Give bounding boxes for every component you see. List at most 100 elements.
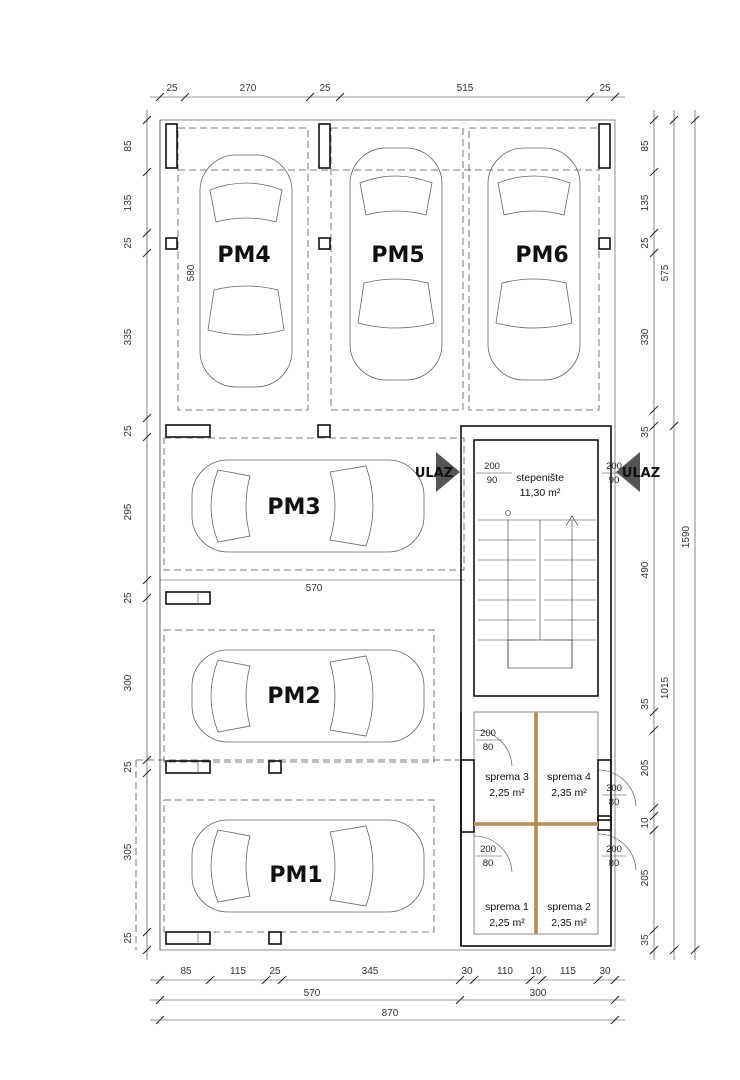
dimension-tick (155, 92, 165, 102)
dimension-ticks (142, 92, 700, 1025)
dim-top-5: 25 (599, 83, 611, 94)
storage-4-name: sprema 4 (547, 771, 591, 783)
dimension-tick (205, 975, 215, 985)
storage-1-area: 2,25 m² (489, 917, 525, 929)
dimension-tick (649, 925, 659, 935)
bay-pm2 (163, 629, 435, 763)
dim-left-9: 25 (123, 761, 134, 773)
dim-left-3: 25 (123, 237, 134, 249)
dim-bottom-3: 25 (269, 966, 281, 977)
dimension-tick (649, 228, 659, 238)
door-s3-top: 200 (480, 728, 496, 739)
dimension-tick (669, 945, 679, 955)
car-pm2 (191, 649, 425, 743)
dim-bottom-row2-1: 570 (304, 988, 321, 999)
dimension-tick (610, 92, 620, 102)
dimension-tick (277, 975, 287, 985)
dimension-tick (142, 228, 152, 238)
dimension-tick (261, 975, 271, 985)
dimension-tick (649, 803, 659, 813)
dim-right-total: 1590 (681, 525, 692, 548)
dimension-tick (649, 167, 659, 177)
dimension-tick (142, 248, 152, 258)
dimension-tick (142, 755, 152, 765)
dim-right-6: 490 (640, 561, 651, 578)
door-swing (597, 769, 637, 807)
dimension-tick (649, 248, 659, 258)
column (598, 237, 611, 250)
dimension-tick (142, 115, 152, 125)
dimension-tick (649, 825, 659, 835)
door-stair-right-top: 200 (606, 461, 622, 472)
dim-top-4: 515 (457, 83, 474, 94)
dim-bottom-6: 110 (497, 966, 513, 977)
pm1-label: PM1 (269, 863, 322, 888)
column (598, 123, 611, 169)
car-pm1 (191, 819, 425, 913)
dim-right-7: 35 (640, 698, 651, 710)
dim-bottom-row2-2: 300 (530, 988, 547, 999)
dimension-tick (142, 593, 152, 603)
dim-bottom-7: 10 (530, 966, 542, 977)
dim-left-4: 335 (123, 328, 134, 345)
staircase-name: stepenište (516, 472, 564, 484)
pm3-label: PM3 (267, 495, 320, 520)
pm4-length-label: 580 (186, 264, 197, 281)
dimension-tick (649, 725, 659, 735)
dimension-tick (649, 405, 659, 415)
storage-3-name: sprema 3 (485, 771, 529, 783)
dimension-tick (469, 975, 479, 985)
dimension-tick (585, 92, 595, 102)
dim-right-3: 25 (640, 237, 651, 249)
column (268, 931, 282, 945)
car-pm3 (191, 459, 425, 553)
dimension-tick (142, 945, 152, 955)
door-s1-bottom: 80 (483, 858, 494, 869)
dim-right-5: 35 (640, 426, 651, 438)
bay-pm4 (177, 127, 309, 411)
dimension-tick (142, 432, 152, 442)
door-s1-top: 200 (480, 844, 496, 855)
dimension-tick (669, 421, 679, 431)
bay-pm1 (163, 799, 435, 933)
dim-right-9: 10 (640, 817, 651, 829)
pm3-width-label: 570 (306, 583, 323, 594)
dimension-tick (305, 92, 315, 102)
dim-bottom-1: 85 (180, 966, 192, 977)
dimension-tick (649, 421, 659, 431)
dim-right-mid-2: 1015 (660, 676, 671, 699)
dim-left-2: 135 (123, 194, 134, 211)
dimension-tick (142, 167, 152, 177)
dim-right-mid-1: 575 (660, 264, 671, 281)
door-swing (473, 835, 513, 873)
storage-3-area: 2,25 m² (489, 787, 525, 799)
dim-right-2: 135 (640, 194, 651, 211)
door-swing (473, 729, 513, 767)
column (165, 237, 178, 250)
car-pm4 (199, 154, 293, 388)
dimension-tick (649, 811, 659, 821)
entrance-right-arrow-icon (616, 452, 640, 492)
door-stair-left-top: 200 (484, 461, 500, 472)
pm6-label: PM6 (515, 243, 568, 268)
column (165, 591, 211, 605)
bay-pm5 (330, 127, 464, 411)
dimension-tick (690, 945, 700, 955)
dim-bottom-9: 30 (599, 966, 611, 977)
storage-2-name: sprema 2 (547, 901, 591, 913)
entrance-left-arrow-icon (436, 452, 460, 492)
pm5-label: PM5 (371, 243, 424, 268)
dimension-tick (649, 115, 659, 125)
dim-right-8: 205 (640, 759, 651, 776)
door-swing (597, 833, 637, 871)
dimension-tick (690, 115, 700, 125)
dim-top-1: 25 (166, 83, 178, 94)
pm4-label: PM4 (217, 243, 270, 268)
door-s4-top: 300 (606, 783, 622, 794)
dimension-tick (180, 92, 190, 102)
stair-core (460, 425, 612, 947)
column (318, 123, 331, 169)
bay-pm3 (163, 437, 465, 571)
car-pm5 (349, 147, 443, 381)
